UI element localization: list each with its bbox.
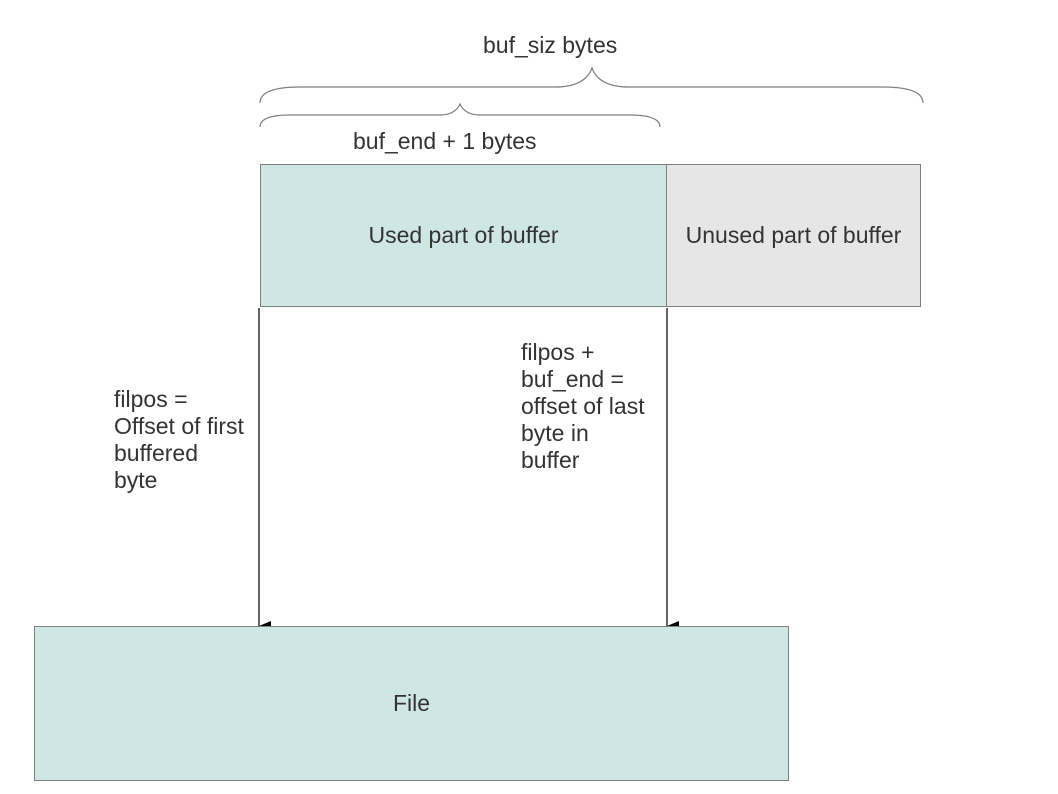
filpos-label: filpos = Offset of first buffered byte: [114, 386, 244, 493]
filpos-end-label: filpos + buf_end = offset of last byte i…: [521, 339, 645, 473]
file-box: File: [34, 626, 789, 781]
buf-siz-brace: [259, 66, 924, 104]
buf-end-label: buf_end + 1 bytes: [353, 128, 537, 154]
unused-buffer-label: Unused part of buffer: [685, 222, 902, 248]
unused-buffer-box: Unused part of buffer: [666, 164, 921, 307]
file-label: File: [392, 690, 431, 716]
used-buffer-label: Used part of buffer: [368, 222, 559, 248]
used-buffer-box: Used part of buffer: [260, 164, 667, 307]
buf-siz-label: buf_siz bytes: [483, 32, 618, 58]
buf-end-brace: [259, 102, 661, 128]
